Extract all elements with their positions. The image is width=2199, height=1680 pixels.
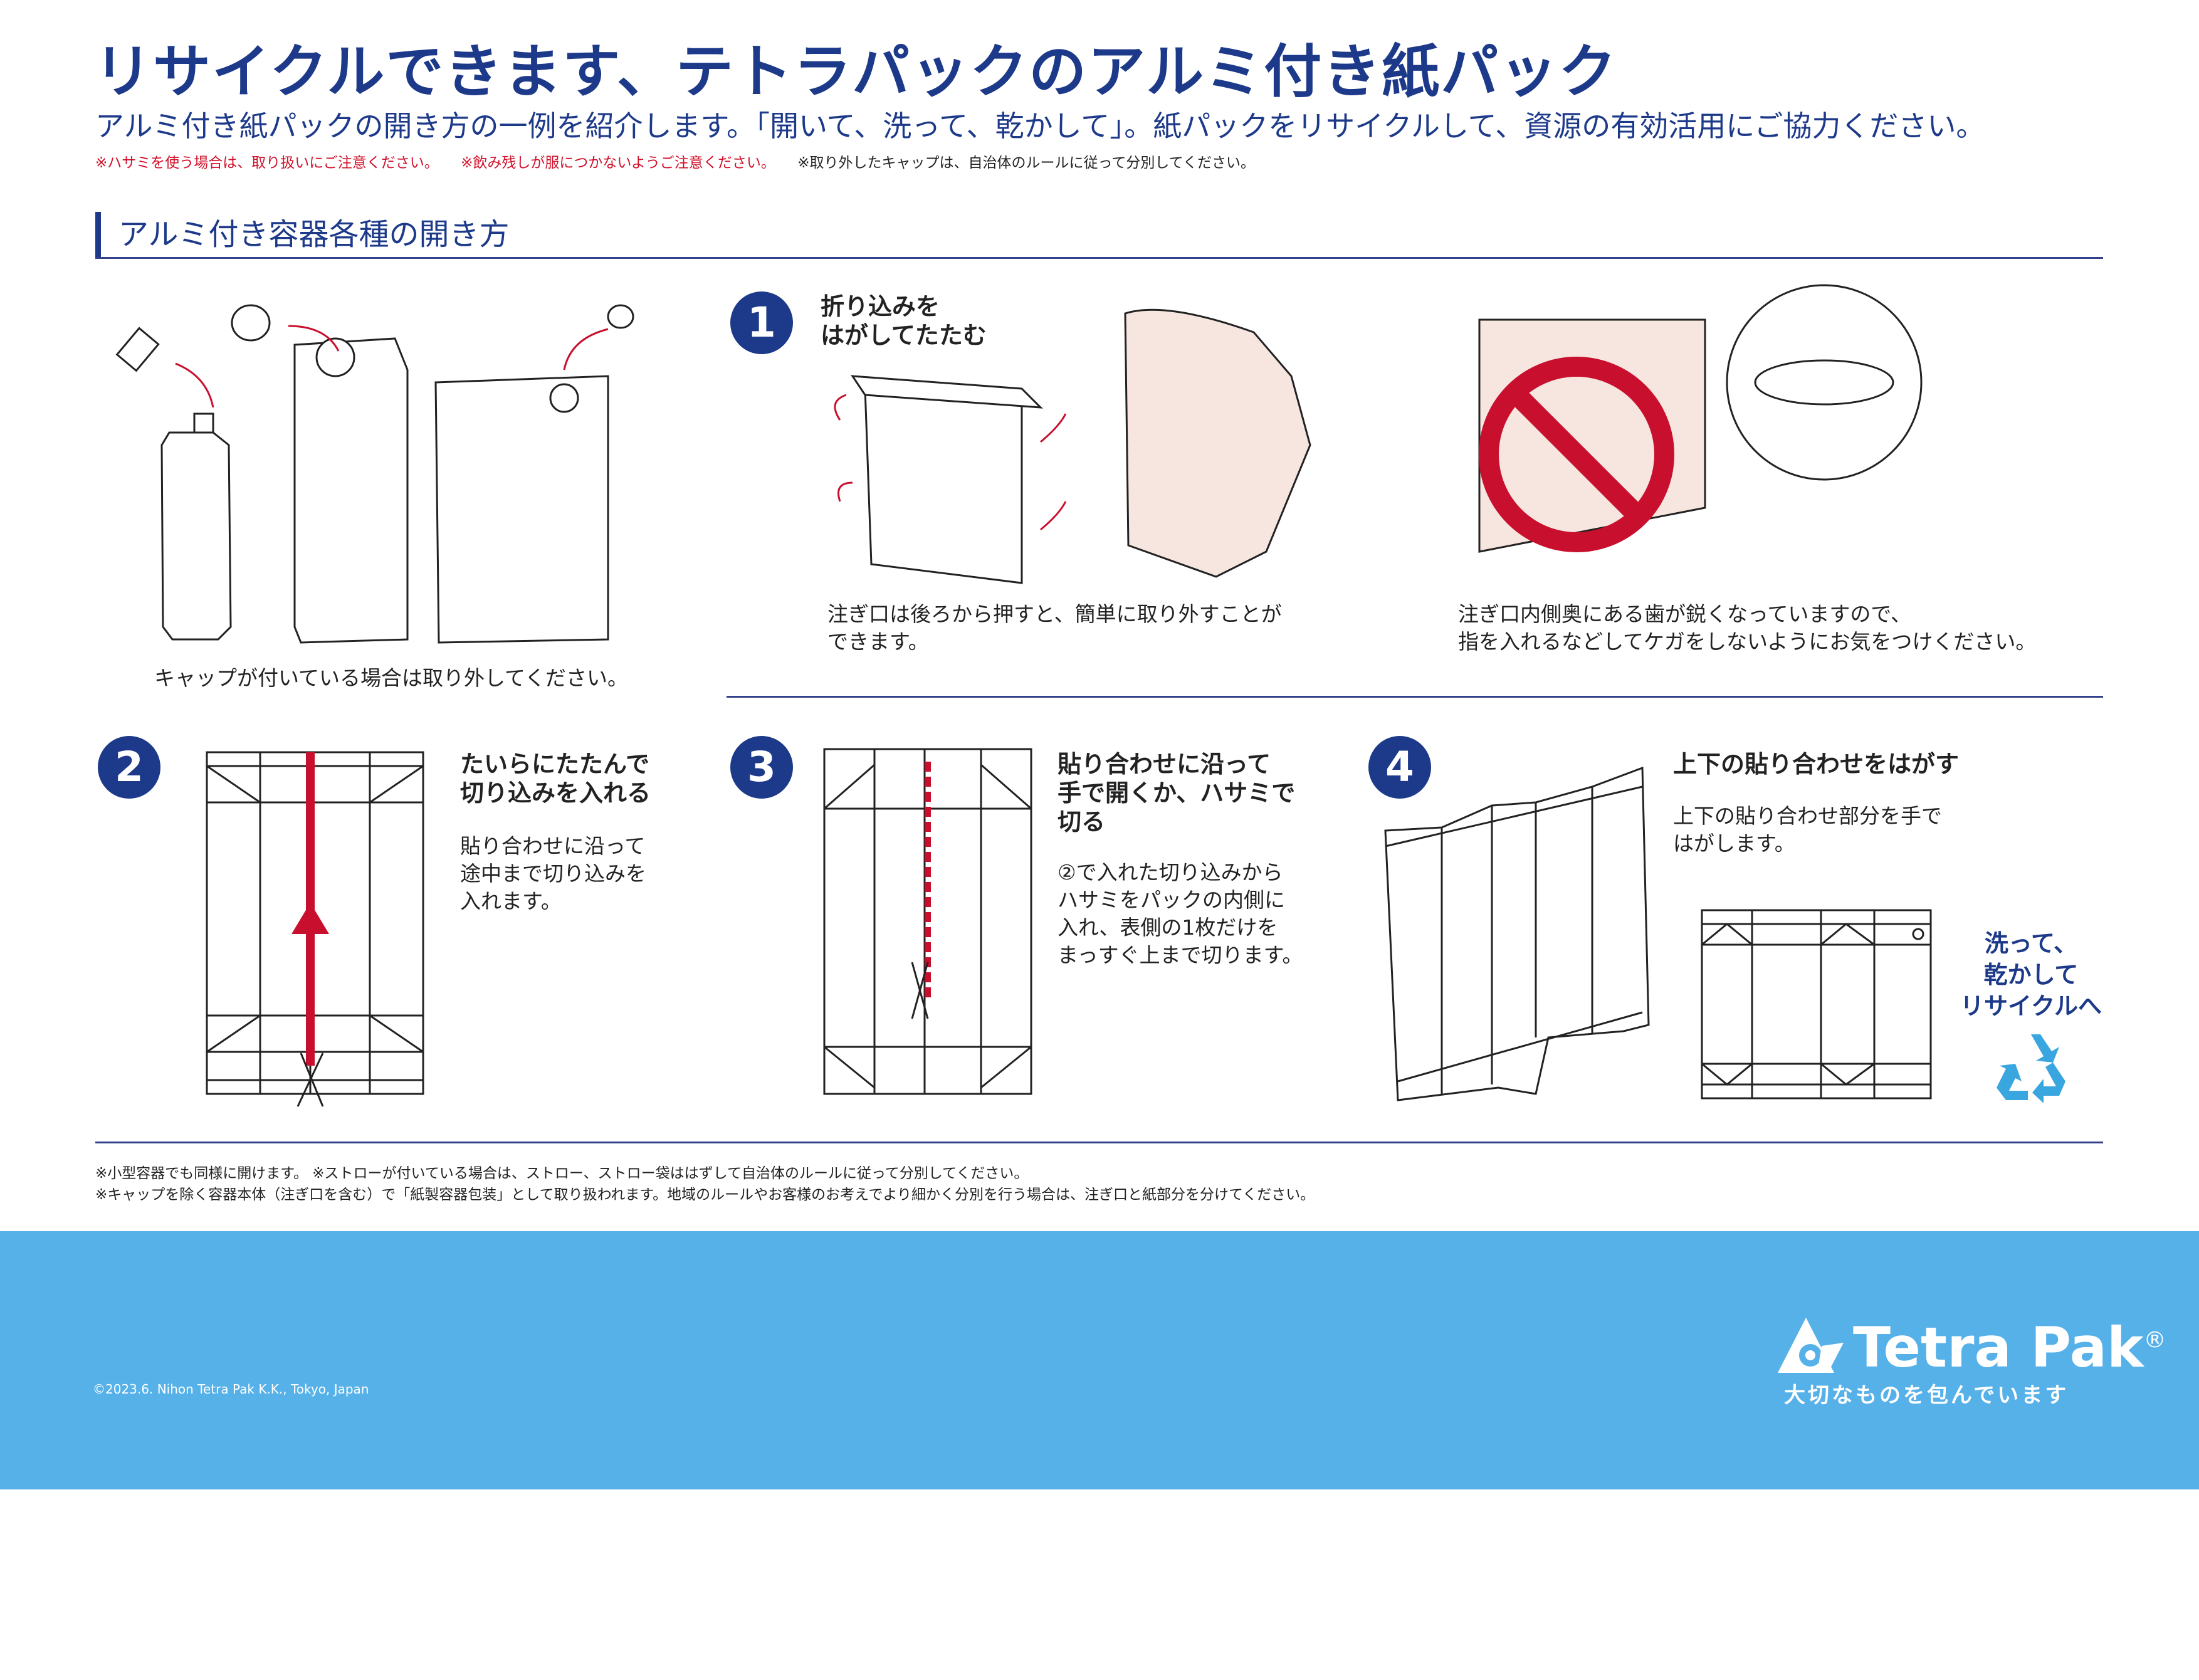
unfold-illustration: [1384, 766, 1650, 1101]
tetra-pak-logo-icon: [1778, 1318, 1844, 1373]
divider: [727, 696, 2103, 698]
brand-tagline: 大切なものを包んでいます: [1784, 1383, 2069, 1408]
divider: [95, 257, 2103, 259]
caution-notes: ※ハサミを使う場合は、取り扱いにご注意ください。 ※飲み残しが服につかないようご…: [95, 150, 1255, 172]
note-cap: ※取り外したキャップは、自治体のルールに従って分別してください。: [797, 155, 1255, 171]
step-2-number: 2: [98, 736, 160, 799]
footnote-1: ※小型容器でも同様に開けます。 ※ストローが付いている場合は、ストロー、ストロー…: [95, 1165, 1029, 1182]
note-spill: ※飲み残しが服につかないようご注意ください。: [461, 155, 775, 171]
brand-name: Tetra Pak®: [1853, 1315, 2166, 1380]
step-1-title: 折り込みを はがしてたたむ: [821, 293, 987, 349]
recycle-message: 洗って、 乾かして リサイクルへ: [1960, 930, 2102, 1020]
fold-illustration: [834, 284, 1923, 584]
step-3-title: 貼り合わせに沿って 手で開くか、ハサミで 切る: [1058, 750, 1296, 836]
opened-sheet-illustration: [1701, 909, 1932, 1100]
open-seam-illustration: [823, 748, 1032, 1095]
footnote-2: ※キャップを除く容器本体（注ぎ口を含む）で「紙製容器包装」として取り扱われます。…: [95, 1187, 1315, 1203]
cap-removal-illustration: [115, 304, 634, 644]
step-4-number: 4: [1368, 736, 1431, 799]
recycle-icon: [1997, 1034, 2065, 1103]
brand-text: Tetra Pak: [1853, 1315, 2144, 1380]
registered-mark: ®: [2143, 1327, 2166, 1353]
flat-carton-cut-illustration: [206, 751, 424, 1107]
page-title: リサイクルできます、テトラパックのアルミ付き紙パック: [94, 38, 1618, 105]
step-3-text: ②で入れた切り込みから ハサミをパックの内側に 入れ、表側の1枚だけを まっすぐ…: [1058, 860, 1303, 967]
page-subtitle: アルミ付き紙パックの開き方の一例を紹介します。「開いて、洗って、乾かして」。紙パ…: [95, 109, 1985, 143]
step-1-warning: 注ぎ口内側奥にある歯が鋭くなっていますので、 指を入れるなどしてケガをしないよう…: [1458, 602, 2037, 654]
step-1-number: 1: [730, 291, 793, 354]
step-4-text: 上下の貼り合わせ部分を手で はがします。: [1673, 804, 1942, 856]
section-heading: アルミ付き容器各種の開き方: [95, 212, 510, 257]
step-4-title: 上下の貼り合わせをはがす: [1673, 750, 1960, 778]
copyright: ©2023.6. Nihon Tetra Pak K.K., Tokyo, Ja…: [93, 1382, 369, 1397]
step-2-text: 貼り合わせに沿って 途中まで切り込みを 入れます。: [460, 834, 646, 913]
divider: [95, 1142, 2103, 1143]
note-scissors: ※ハサミを使う場合は、取り扱いにご注意ください。: [95, 155, 439, 171]
cap-caption: キャップが付いている場合は取り外してください。: [154, 666, 629, 690]
step-1-text: 注ぎ口は後ろから押すと、簡単に取り外すことが できます。: [827, 602, 1282, 654]
step-3-number: 3: [730, 736, 793, 799]
step-2-title: たいらにたたんで 切り込みを入れる: [460, 750, 651, 807]
